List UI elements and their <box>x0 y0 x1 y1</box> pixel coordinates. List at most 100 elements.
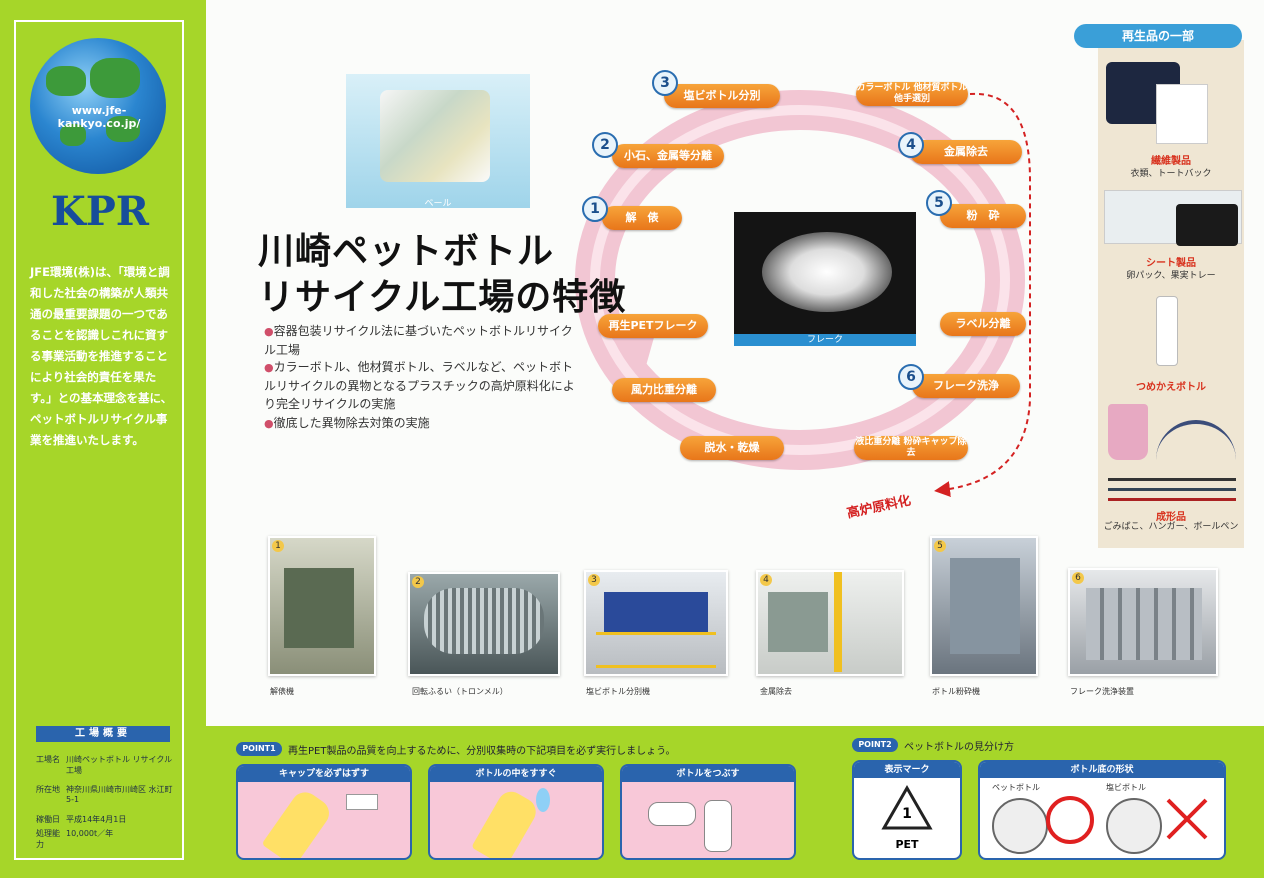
tote-bag-image <box>1156 84 1208 144</box>
machine-image <box>284 568 354 648</box>
mark-number: 1 <box>902 806 912 822</box>
bale-caption: ベール <box>424 199 452 209</box>
sidebar-frame <box>14 20 184 860</box>
product-label: 繊維製品 <box>1151 156 1191 167</box>
machine-image <box>1086 588 1202 660</box>
photo-number: 4 <box>760 574 772 586</box>
feature-bullet: ●徹底した異物除去対策の実施 <box>264 414 584 433</box>
step-number: 1 <box>582 196 608 222</box>
fact-row: 稼働日平成14年4月1日 <box>36 814 186 825</box>
trash-bin-image <box>1108 404 1148 460</box>
point1-tag: POINT1 <box>236 742 282 756</box>
recycled-pet-flake: 再生PETフレーク <box>598 314 708 338</box>
flake-image <box>762 232 892 312</box>
step-6: フレーク洗浄 <box>912 374 1020 398</box>
step-number: 3 <box>652 70 678 96</box>
pet-mark-card: 表示マーク 1 PET <box>852 760 962 860</box>
product-desc: ごみばこ、ハンガー、ボールペン <box>1103 522 1239 532</box>
step-liquid-separation: 液比重分離 粉砕キャップ除去 <box>854 436 968 460</box>
product-desc: 卵パック、果実トレー <box>1126 271 1216 281</box>
step-hand-sort: カラーボトル 他材質ボトル他手選別 <box>856 82 968 106</box>
mark-label: PET <box>895 838 919 851</box>
bullet-text: 徹底した異物除去対策の実施 <box>273 416 430 430</box>
shape-title: ボトル底の形状 <box>980 762 1224 778</box>
bullet-text: 容器包装リサイクル法に基づいたペットボトルリサイクル工場 <box>264 324 573 357</box>
tip-card: キャップを必ずはずす <box>236 764 412 860</box>
step-3: 塩ビボトル分別 <box>664 84 780 108</box>
photo-number: 3 <box>588 574 600 586</box>
refill-bottle-image <box>1156 296 1178 366</box>
product-label: 成形品 <box>1156 512 1186 523</box>
product-label: シート製品 <box>1146 258 1196 269</box>
step-4: 金属除去 <box>910 140 1022 164</box>
recycle-mark-icon <box>881 784 933 830</box>
fact-row: 工場名川崎ペットボトル リサイクル工場 <box>36 754 186 776</box>
step-2: 小石、金属等分離 <box>612 144 724 168</box>
bottle-icon <box>261 786 335 858</box>
machine-image <box>768 592 828 652</box>
point2-text: ペットボトルの見分け方 <box>904 742 1014 753</box>
railing-image <box>596 632 716 668</box>
tip-title: ボトルをつぶす <box>622 766 794 782</box>
photo-caption: ボトル粉砕機 <box>932 687 980 696</box>
pet-bottle-bottom-icon <box>992 798 1048 854</box>
photo-number: 1 <box>272 540 284 552</box>
facts-title: 工場概要 <box>36 726 170 742</box>
page-title-line2: リサイクル工場の特徴 <box>258 277 627 318</box>
equipment-photo: 2 <box>408 572 560 676</box>
equipment-photo: 1 <box>268 536 376 676</box>
equipment-photo: 4 <box>756 570 904 676</box>
tip-title: ボトルの中をすすぐ <box>430 766 602 782</box>
step-air-separation: 風力比重分離 <box>612 378 716 402</box>
squashed-bottle-icon <box>648 802 696 826</box>
photo-caption: 解俵機 <box>270 687 294 696</box>
flake-caption: フレーク <box>734 334 916 346</box>
fact-value: 神奈川県川崎市川崎区 水江町5-1 <box>66 785 173 804</box>
hanger-image <box>1156 420 1236 460</box>
globe-icon <box>30 38 166 174</box>
correct-circle-icon <box>1046 796 1094 844</box>
bale-image <box>380 90 490 182</box>
mission-statement: JFE環境(株)は、「環境と調和した社会の構築が人類共通の最重要課題の一つである… <box>30 265 173 447</box>
pvc-label: 塩ビボトル <box>1106 783 1146 792</box>
tip-title: キャップを必ずはずす <box>238 766 410 782</box>
mark-title: 表示マーク <box>854 762 960 778</box>
fact-row: 所在地神奈川県川崎市川崎区 水江町5-1 <box>36 784 186 804</box>
pvc-bottle-bottom-icon <box>1106 798 1162 854</box>
fact-key: 稼働日 <box>36 815 60 824</box>
pen-image <box>1108 488 1236 491</box>
fact-value: 10,000t／年 <box>66 829 114 838</box>
product-desc: 衣類、トートバック <box>1130 169 1212 179</box>
pet-label: ペットボトル <box>992 783 1040 792</box>
foot-icon <box>704 800 732 852</box>
bullet-icon: ● <box>264 417 274 430</box>
equipment-photo: 6 <box>1068 568 1218 676</box>
fact-key: 所在地 <box>36 785 60 794</box>
equipment-photo: 5 <box>930 536 1038 676</box>
step-1: 解 俵 <box>602 206 682 230</box>
water-icon <box>536 788 550 812</box>
step-5: 粉 砕 <box>940 204 1026 228</box>
feature-bullet: ●容器包装リサイクル法に基づいたペットボトルリサイクル工場 <box>264 322 584 359</box>
photo-caption: フレーク洗浄装置 <box>1070 687 1134 696</box>
pen-image <box>1108 498 1236 501</box>
website-url[interactable]: www.jfe-kankyo.co.jp/ <box>57 104 141 130</box>
photo-number: 6 <box>1072 572 1084 584</box>
step-number: 6 <box>898 364 924 390</box>
photo-caption: 塩ビボトル分別機 <box>586 687 650 696</box>
page-title: 川崎ペットボトル <box>258 231 555 272</box>
pen-image <box>1108 478 1236 481</box>
point1-text: 再生PET製品の品質を向上するために、分別収集時の下記項目を必ず実行しましょう。 <box>288 746 676 757</box>
bullet-icon: ● <box>264 325 274 338</box>
step-number: 2 <box>592 132 618 158</box>
point2-tag: POINT2 <box>852 738 898 752</box>
tip-card: ボトルの中をすすぐ <box>428 764 604 860</box>
bullet-icon: ● <box>264 361 274 374</box>
step-dehydrate: 脱水・乾燥 <box>680 436 784 460</box>
equipment-photo: 3 <box>584 570 728 676</box>
logo: KPR <box>50 188 150 235</box>
photo-caption: 回転ふるい（トロンメル） <box>412 687 508 696</box>
step-number: 5 <box>926 190 952 216</box>
pillar-image <box>834 572 842 672</box>
step-number: 4 <box>898 132 924 158</box>
